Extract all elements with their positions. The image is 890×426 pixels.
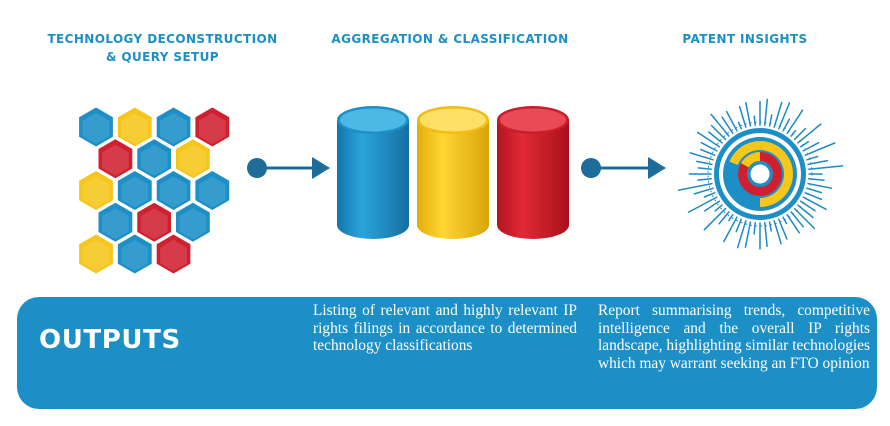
arrow-right-icon: [581, 157, 666, 179]
burst-spike: [799, 140, 810, 148]
donut-segment: [727, 161, 760, 207]
burst-spike: [768, 221, 773, 232]
burst-spike: [735, 218, 742, 233]
burst-spike: [744, 221, 752, 248]
burst-spike: [710, 113, 730, 137]
burst-spike: [697, 167, 712, 170]
burst-spike: [737, 121, 742, 130]
burst-spike: [736, 220, 747, 249]
burst-spike: [703, 192, 716, 198]
burst-spike: [721, 116, 734, 135]
cylinder-yellow-icon: [417, 106, 489, 239]
heading-line-2: & QUERY SETUP: [105, 50, 219, 64]
aggregation-output-text: Listing of relevant and highly relevant …: [313, 302, 577, 354]
insights-output-text: Report summarising trends, competitive i…: [598, 302, 870, 372]
hexagon-red: [137, 202, 171, 242]
burst-spike: [807, 182, 833, 189]
burst-spike: [753, 115, 756, 126]
hexagon-blue: [117, 234, 152, 274]
hexagon-yellow: [117, 107, 152, 147]
burst-spike: [793, 207, 816, 230]
donut-segment: [760, 141, 793, 207]
burst-spike: [697, 178, 712, 181]
burst-spike: [806, 187, 823, 194]
step-heading-aggregation: AGGREGATION & CLASSIFICATION: [331, 32, 569, 46]
burst-spike: [790, 129, 797, 137]
burst-spike: [710, 124, 727, 141]
radial-insights-chart-icon: [677, 98, 844, 250]
burst-spike: [687, 196, 718, 213]
donut-segment: [760, 152, 782, 196]
burst-spike: [804, 142, 836, 156]
burst-spike: [786, 109, 804, 135]
burst-spike: [703, 200, 721, 212]
donut-segment: [729, 141, 760, 166]
hexagon-yellow: [79, 234, 113, 274]
burst-spike: [764, 98, 769, 126]
hexagon-blue: [156, 107, 191, 147]
burst-spike: [696, 131, 721, 148]
hexagon-blue: [156, 171, 191, 210]
burst-spike: [725, 110, 738, 132]
hexagon-red: [98, 139, 133, 179]
burst-spike: [778, 218, 788, 240]
burst-spike: [773, 220, 782, 245]
process-illustration: [79, 98, 844, 274]
burst-spike: [703, 207, 727, 231]
hexagon-red: [156, 234, 191, 274]
burst-spike: [782, 118, 791, 132]
burst-spike: [778, 102, 791, 130]
hexagon-blue: [117, 171, 152, 210]
hexagon-blue: [79, 107, 113, 147]
burst-spike: [797, 123, 822, 144]
burst-spike: [773, 101, 783, 128]
cylinder-blue-icon: [337, 106, 409, 239]
burst-spike: [728, 213, 734, 222]
hexagon-blue: [98, 202, 133, 242]
burst-spike: [677, 182, 713, 191]
burst-spike: [708, 131, 723, 144]
burst-spike: [718, 211, 730, 225]
burst-spike: [768, 114, 773, 127]
burst-spike: [745, 101, 752, 127]
burst-spike: [693, 187, 714, 195]
cylinder-red-icon: [497, 106, 569, 239]
burst-spike: [808, 165, 844, 170]
burst-spike: [802, 196, 827, 211]
burst-spike: [764, 222, 768, 247]
burst-spike: [738, 105, 747, 128]
step-heading-patent-insights: PATENT INSIGHTS: [682, 32, 808, 46]
hexagon-blue: [176, 202, 210, 242]
burst-spike: [808, 178, 825, 182]
hexagon-blue: [137, 139, 171, 179]
burst-spike: [723, 216, 738, 243]
hexagon-cluster-icon: [79, 107, 230, 274]
heading-line-1: TECHNOLOGY DECONSTRUCTION: [47, 32, 278, 46]
burst-spike: [753, 222, 756, 235]
outputs-label: OUTPUTS: [39, 325, 181, 355]
hexagon-yellow: [176, 139, 210, 179]
burst-spike: [696, 160, 713, 166]
step-heading-technology-deconstruction: TECHNOLOGY DECONSTRUCTION & QUERY SETUP: [45, 30, 280, 66]
burst-spike: [782, 216, 788, 225]
hexagon-blue: [195, 171, 230, 210]
hexagon-yellow: [79, 171, 113, 210]
burst-spike: [689, 152, 714, 161]
burst-spike: [714, 204, 723, 212]
outputs-panel: OUTPUTS Listing of relevant and highly r…: [17, 297, 877, 409]
hexagon-red: [195, 107, 230, 147]
burst-spike: [700, 141, 718, 152]
burst-spike: [786, 213, 801, 234]
arrow-right-icon: [247, 157, 330, 179]
burst-spike: [700, 148, 716, 156]
donut-segment: [740, 152, 760, 168]
burst-spike: [806, 155, 819, 161]
